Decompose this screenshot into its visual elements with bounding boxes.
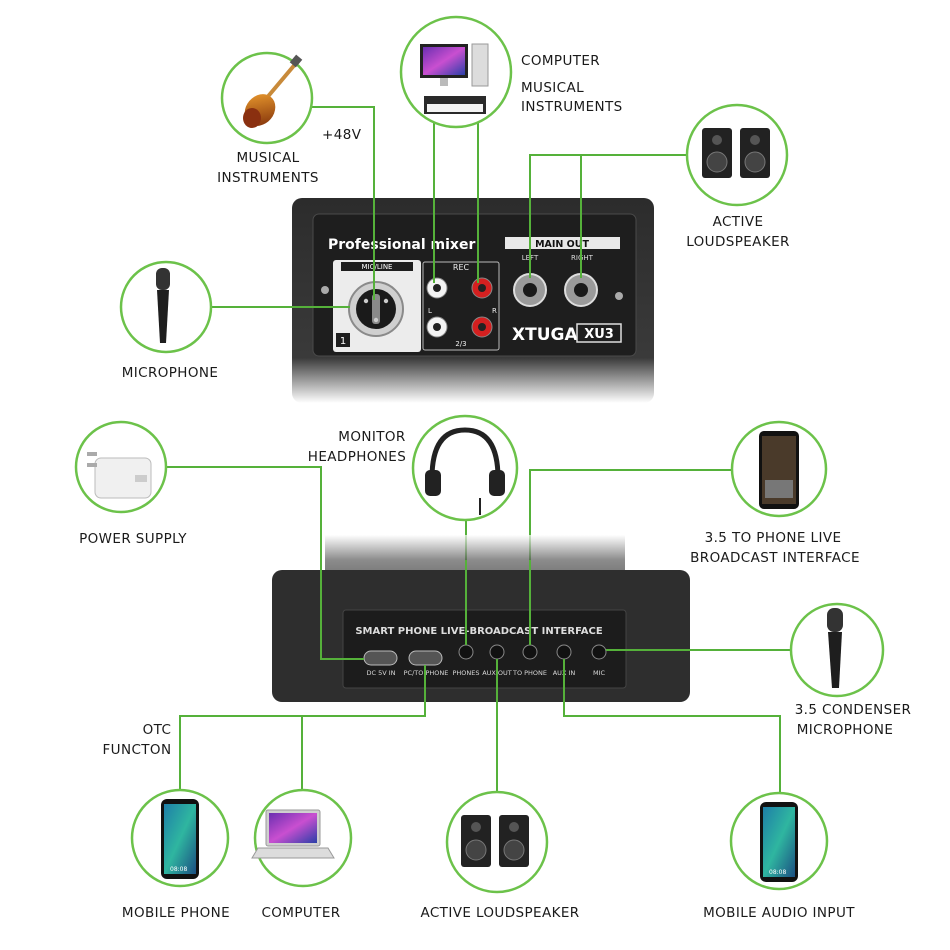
port-label-mic: MIC xyxy=(593,669,606,677)
headphones-icon xyxy=(425,427,505,515)
guitar-label-1: MUSICAL xyxy=(236,150,299,166)
port-label-dc: DC 5V IN xyxy=(366,669,395,677)
mobile-phone-label: MOBILE PHONE xyxy=(122,905,230,921)
rec-label: REC xyxy=(453,263,470,272)
port-phones xyxy=(458,644,474,660)
phone-live-label-1: 3.5 TO PHONE LIVE xyxy=(705,530,842,546)
speaker-top-label-2: LOUDSPEAKER xyxy=(686,234,790,250)
mixer-front-panel: Professional mixer MAIN OUT LEFT RIGHT M… xyxy=(292,198,654,403)
mobile-audio-phone-icon: 08:08 xyxy=(760,802,798,882)
phone-live-node xyxy=(730,420,828,518)
port-label-to-phone: TO PHONE xyxy=(512,669,547,677)
desktop-computer-icon xyxy=(420,43,489,87)
headphones-label-2: HEADPHONES xyxy=(308,449,406,465)
microphone-label: MICROPHONE xyxy=(122,365,219,381)
loudspeaker-top-node xyxy=(685,103,789,207)
rec-r-label: R xyxy=(492,307,497,315)
condenser-label-1: 3.5 CONDENSER xyxy=(795,702,912,718)
port-label-phones: PHONES xyxy=(452,669,479,677)
speaker-bottom-icon xyxy=(461,815,529,867)
phone-clock: 08:08 xyxy=(170,866,187,873)
loudspeaker-bottom-node xyxy=(445,790,549,894)
condenser-microphone-icon xyxy=(827,608,843,688)
otc-label-1: OTC xyxy=(143,722,172,738)
port-to-phone xyxy=(522,644,538,660)
channel-1-label: 1 xyxy=(340,336,346,347)
phone-clock-2: 08:08 xyxy=(769,869,786,876)
guitar-label-2: INSTRUMENTS xyxy=(217,170,319,186)
power-supply-node xyxy=(74,420,168,514)
labels: +48V MUSICAL INSTRUMENTS COMPUTER MUSICA… xyxy=(79,53,911,921)
main-out-label: MAIN OUT xyxy=(535,239,589,250)
phone-live-label-2: BROADCAST INTERFACE xyxy=(690,550,860,566)
rec-l-label: L xyxy=(428,307,432,315)
power-adapter-icon xyxy=(87,452,152,499)
mobile-phone-node: 08:08 xyxy=(130,788,230,888)
brand-logo: XTUGA xyxy=(512,325,578,345)
condenser-mic-node xyxy=(789,602,885,698)
wire-overlays xyxy=(210,107,790,793)
computer-top-label-3: INSTRUMENTS xyxy=(521,99,623,115)
guitar-icon xyxy=(243,54,303,128)
mobile-audio-node: 08:08 xyxy=(729,791,829,891)
laptop-node xyxy=(251,788,353,888)
microphone-node xyxy=(119,260,213,354)
mobile-audio-label: MOBILE AUDIO INPUT xyxy=(703,905,855,921)
headphones-node xyxy=(411,414,519,522)
microphone-icon xyxy=(156,268,170,343)
power-label: POWER SUPPLY xyxy=(79,531,187,547)
speaker-bottom-label: ACTIVE LOUDSPEAKER xyxy=(420,905,579,921)
port-pc-to-phone xyxy=(408,650,443,666)
smartphone-live-icon xyxy=(759,431,799,509)
port-aux-out xyxy=(489,644,505,660)
port-dc-5v-in xyxy=(363,650,398,666)
guitar-node xyxy=(220,51,314,145)
speaker-top-label-1: ACTIVE xyxy=(713,214,764,230)
computer-keyboard-node xyxy=(399,15,513,129)
plus48v-label: +48V xyxy=(322,127,362,143)
keyboard-icon xyxy=(424,96,486,114)
computer-bottom-label: COMPUTER xyxy=(261,905,340,921)
computer-top-label-1: COMPUTER xyxy=(521,53,600,69)
condenser-label-2: MICROPHONE xyxy=(797,722,894,738)
main-out-right-label: RIGHT xyxy=(571,254,594,262)
laptop-icon xyxy=(251,809,335,859)
mobile-phone-icon: 08:08 xyxy=(161,799,199,879)
speaker-icon xyxy=(702,128,770,178)
otc-label-2: FUNCTON xyxy=(103,742,172,758)
model-label: XU3 xyxy=(584,327,614,342)
mixer-rear-panel: SMART PHONE LIVE-BROADCAST INTERFACE DC … xyxy=(272,535,690,702)
headphones-label-1: MONITOR xyxy=(338,429,405,445)
rec-channel-label: 2/3 xyxy=(455,340,466,348)
rear-panel-title: SMART PHONE LIVE-BROADCAST INTERFACE xyxy=(355,626,603,637)
port-mic xyxy=(591,644,607,660)
mic-line-label: MIC/LINE xyxy=(362,263,393,271)
panel-title: Professional mixer xyxy=(328,237,475,253)
port-aux-in xyxy=(556,644,572,660)
computer-top-label-2: MUSICAL xyxy=(521,80,584,96)
